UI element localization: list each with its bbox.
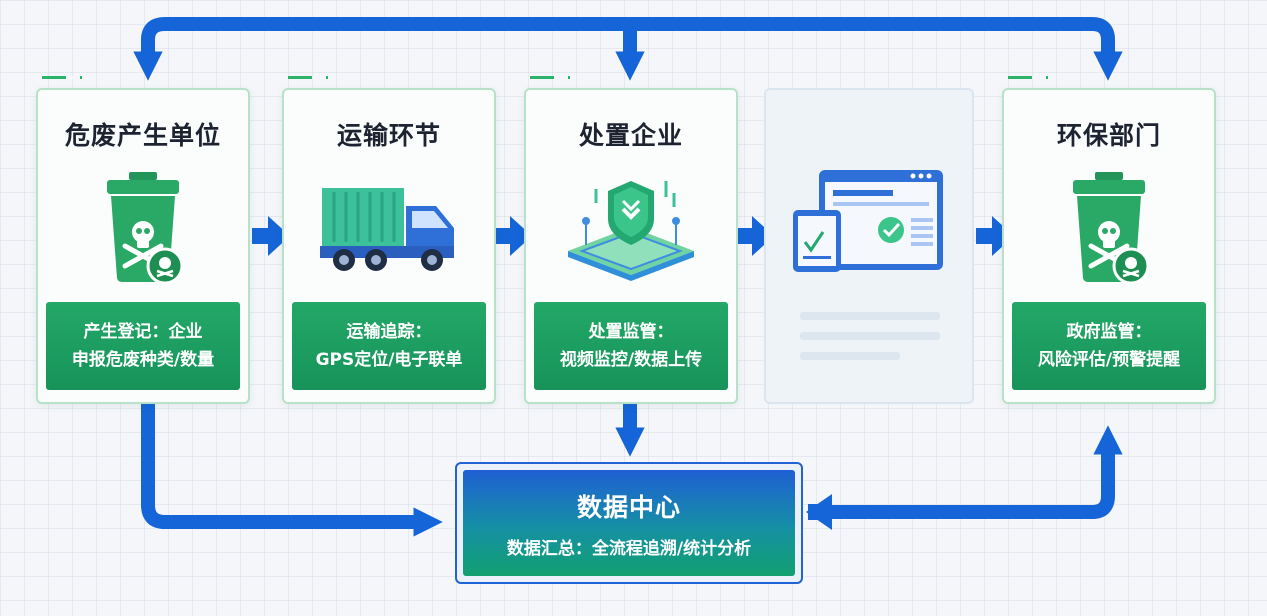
top-feedback-arrow-right [630,17,1123,81]
disposal-card: 处置企业 处置监管： 视频监控/数据上传 [524,76,738,404]
hazardous-waste-bin-icon [1004,168,1214,288]
truck-icon [284,168,494,288]
government-label-line1: 政府监管： [1066,322,1152,342]
disposal-label-line1: 处置监管： [588,322,674,342]
transport-card: 运输环节 运输追踪： GPS定位/电子联单 [282,76,496,404]
transport-to-disposal-arrow [494,216,532,256]
producer-card: 危废产生单位 产生登记：企业 申报危废种类/数量 [36,76,250,404]
data-center-box: 数据中心 数据汇总：全流程追溯/统计分析 [455,462,803,584]
producer-title: 危废产生单位 [64,121,221,150]
government-label-line2: 风险评估/预警提醒 [1037,350,1181,370]
data-center-panel: 数据中心 数据汇总：全流程追溯/统计分析 [463,470,795,576]
data-center-subtitle: 数据汇总：全流程追溯/统计分析 [506,538,752,559]
datacenter-to-government-arrow [830,425,1123,519]
card-decoration [288,76,328,85]
producer-to-transport-arrow [252,216,290,256]
placeholder-line [800,332,940,340]
disposal-label: 处置监管： 视频监控/数据上传 [534,302,728,390]
disposal-to-monitor-arrow [736,216,774,256]
government-label: 政府监管： 风险评估/预警提醒 [1012,302,1206,390]
data-center-title: 数据中心 [576,492,681,522]
disposal-label-line2: 视频监控/数据上传 [559,350,703,370]
monitor-to-government-arrow [976,216,1014,256]
producer-label-line2: 申报危废种类/数量 [71,350,215,370]
transport-title: 运输环节 [336,121,441,150]
producer-label: 产生登记：企业 申报危废种类/数量 [46,302,240,390]
hazardous-waste-bin-icon [38,168,248,288]
government-title: 环保部门 [1056,121,1161,150]
top-feedback-arrow-left [133,17,630,81]
disposal-title: 处置企业 [578,121,683,150]
transport-label-line2: GPS定位/电子联单 [315,350,463,370]
dashboard-screen-icon [766,160,972,280]
producer-to-datacenter-arrow [141,404,443,537]
transport-label: 运输追踪： GPS定位/电子联单 [292,302,486,390]
card-decoration [1008,76,1048,85]
placeholder-line [800,312,940,320]
placeholder-line [800,352,900,360]
government-card: 环保部门 政府监管： 风险评估/预警提醒 [1002,76,1216,404]
card-decoration [530,76,570,85]
producer-label-line1: 产生登记：企业 [83,322,203,342]
disposal-platform-icon [526,168,736,288]
datacenter-left-arrowhead [806,494,832,530]
card-decoration [42,76,82,85]
transport-label-line1: 运输追踪： [346,322,432,342]
monitor-card [764,88,974,404]
